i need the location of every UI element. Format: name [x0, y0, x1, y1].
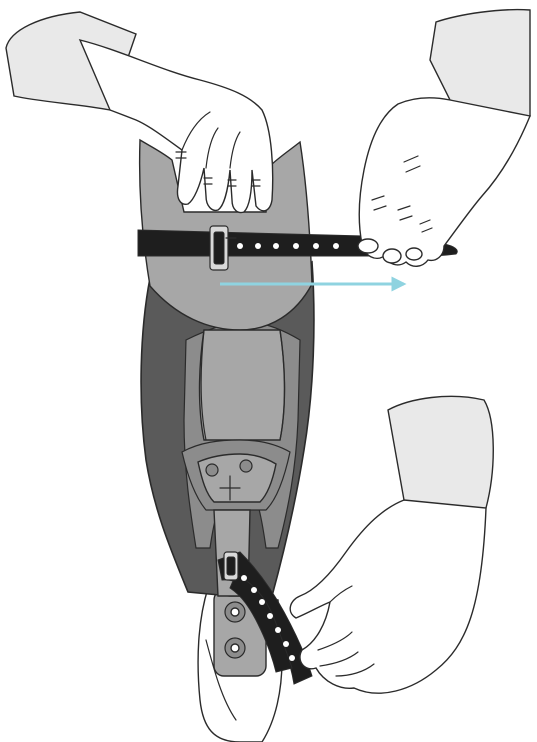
lower-hand-icon — [290, 396, 493, 693]
right-hand-icon — [358, 10, 530, 267]
